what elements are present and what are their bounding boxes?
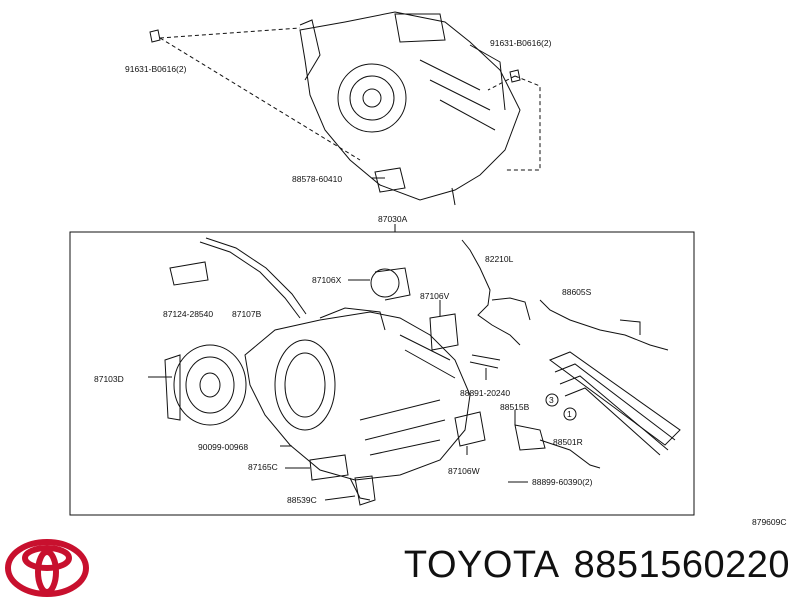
label-88578: 88578-60410 (292, 174, 342, 184)
brand-row: TOYOTA 8851560220 (0, 532, 800, 600)
label-87107b: 87107B (232, 309, 262, 319)
toyota-logo-icon (5, 539, 89, 597)
wire-harness-s (539, 299, 669, 351)
brand-caption: TOYOTA 8851560220 (404, 544, 790, 587)
part-number: 8851560220 (573, 544, 790, 586)
assembly-frame (69, 231, 695, 516)
top-dashed-leaders (159, 27, 541, 171)
blower-motor (148, 344, 247, 426)
label-87103d: 87103D (94, 374, 124, 384)
label-82210l: 82210L (485, 254, 514, 264)
label-87165c: 87165C (248, 462, 278, 472)
label-91631-left: 91631-B0616(2) (125, 64, 187, 74)
label-88891: 88891-20240 (460, 388, 510, 398)
sensor-b (514, 424, 546, 451)
part-88539c (354, 475, 376, 506)
top-heater-unit (299, 11, 521, 206)
brand-name: TOYOTA (403, 544, 560, 586)
label-87124: 87124-28540 (163, 309, 213, 319)
callout-1: 1 (567, 409, 572, 419)
label-88501r: 88501R (553, 437, 583, 447)
duct-strip (199, 241, 301, 319)
actuator-v (429, 313, 459, 351)
label-87106w: 87106W (448, 466, 480, 476)
label-88539c: 88539C (287, 495, 317, 505)
label-90099: 90099-00968 (198, 442, 248, 452)
part-87165c (309, 454, 349, 481)
label-88899: 88899-60390(2) (532, 477, 593, 487)
switch-part (169, 261, 209, 286)
actuator-x (370, 268, 400, 298)
wire-harness-l (461, 239, 521, 346)
label-87030a: 87030A (378, 214, 408, 224)
lower-heater-unit (244, 307, 471, 501)
label-88605s: 88605S (562, 287, 592, 297)
label-91631-right: 91631-B0616(2) (490, 38, 552, 48)
label-87106v: 87106V (420, 291, 450, 301)
sensor-rod (469, 354, 501, 369)
label-88515b: 88515B (500, 402, 530, 412)
label-87106x: 87106X (312, 275, 342, 285)
actuator-w (454, 411, 486, 447)
part-labels: 91631-B0616(2) 91631-B0616(2) 88578-6041… (94, 38, 787, 527)
evaporator-core (548, 351, 681, 456)
callout-3: 3 (549, 395, 554, 405)
figure-code: 879609C (752, 517, 787, 527)
